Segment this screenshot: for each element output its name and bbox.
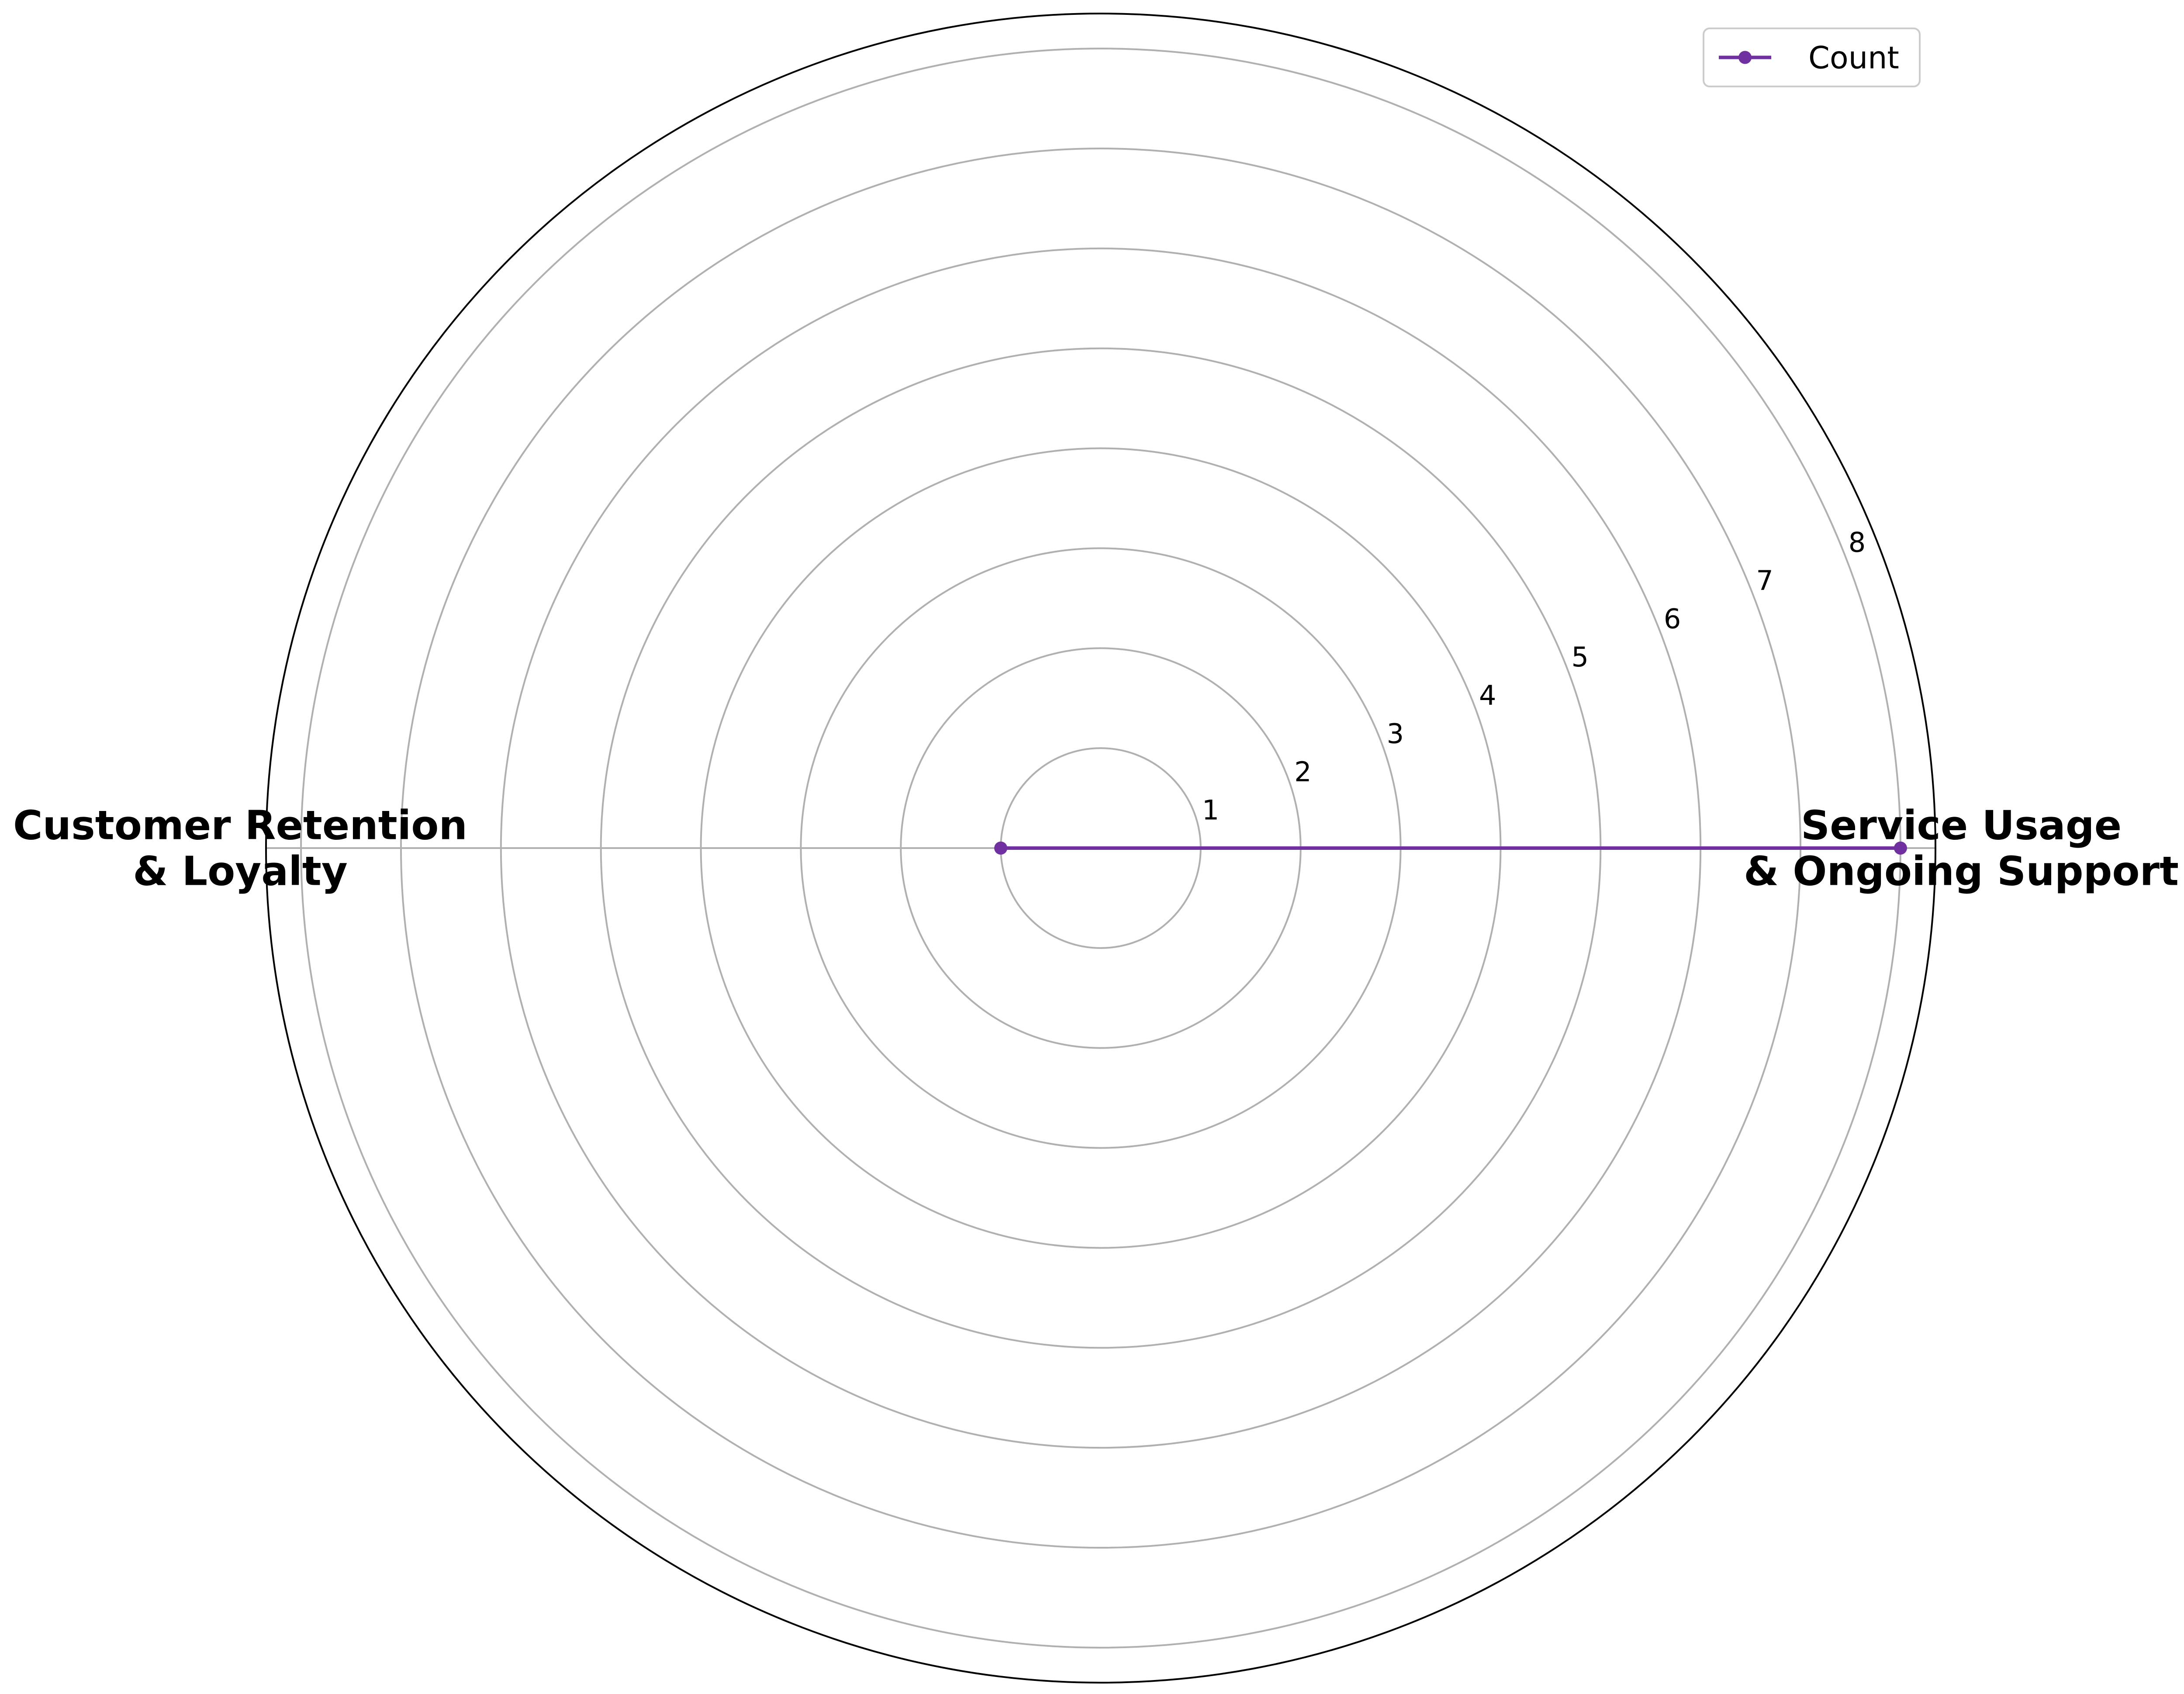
- radial-tick-label: 7: [1756, 565, 1773, 597]
- data-point: [994, 842, 1008, 855]
- radial-tick-label: 5: [1571, 641, 1588, 673]
- radial-tick-label: 1: [1202, 794, 1219, 826]
- data-point: [1894, 842, 1907, 855]
- radial-tick-label: 2: [1294, 756, 1311, 788]
- category-label: Service Usage& Ongoing Support: [1744, 802, 2179, 895]
- legend-box: [1703, 28, 1921, 87]
- legend-swatch-marker: [1738, 51, 1752, 64]
- radial-tick-label: 3: [1387, 718, 1404, 749]
- legend-label: Count: [1808, 40, 1899, 76]
- polar-frame: [265, 13, 1936, 1684]
- radial-tick-label: 8: [1849, 526, 1866, 558]
- category-label: Customer Retention& Loyalty: [13, 802, 467, 895]
- radial-tick-label: 6: [1664, 603, 1681, 635]
- radial-tick-label: 4: [1479, 680, 1496, 711]
